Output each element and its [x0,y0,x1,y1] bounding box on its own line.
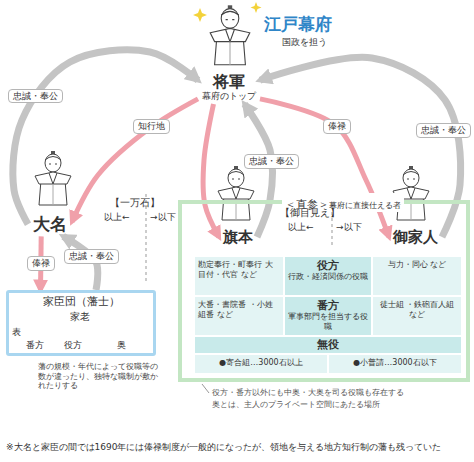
edge-label: 知行地 [133,119,170,134]
node-title: ●寄合組…3000石以上 [195,358,327,368]
node-title: 役方 [287,259,369,272]
edge-label: 忠誠・奉公 [244,154,299,169]
gokenin-node: 御家人 [389,226,442,248]
direction-label: →以下 [336,222,362,233]
table-cell: 徒士組 ・鉄砲百人組 など [372,296,462,336]
daimyo-figure [35,151,71,205]
node-title: 勘定奉行・町奉行 大目付・代官 など [198,260,280,279]
node-title: 徒士組 ・鉄砲百人組 など [376,300,458,319]
loyalty-arrow [13,50,198,224]
node-title: 旗本 [223,228,253,246]
threshold-label: 【御目見え】 [280,207,340,219]
note-text: 役方・番方以外にも中奥・大奥を司る役職も存在する [212,388,404,398]
edge-label: 忠誠・奉公 [8,89,63,104]
node-subtext: 幕府のトップ [202,91,256,102]
node-title: 将軍 [202,72,256,91]
node-title: ●小普請…3000石以下 [329,358,461,368]
node-title: 大番・書院番 ・小姓組番 など [198,300,280,319]
table-cell: ●寄合組…3000石以上 [194,354,328,374]
edge-label: 俸禄 [27,256,55,271]
title-text: 江戸幕府 [264,14,332,34]
node-title: 大名 [33,214,67,234]
hatamoto-figure [218,166,254,220]
edge-label: 俸禄 [323,119,351,134]
table-cell: ●小普請…3000石以下 [328,354,462,374]
direction-label: 以上← [288,222,314,233]
org-label: 表 [12,327,21,338]
table-cell: 勘定奉行・町奉行 大目付・代官 など [194,256,284,296]
threshold-label: 【一万石】 [110,197,160,209]
note-text: 藩の規模・年代によって役職等の数が違ったり、独特な職制が敷かれたりする [38,362,160,391]
node-title: 無役 [195,338,461,351]
table-header-cell: 役方行政・経済関係の役職 [284,256,372,296]
hatamoto-node: 旗本 [219,226,257,248]
org-label: 役方 [64,340,82,351]
footnote-text: ※大名と家臣の間では1690年には俸禄制度が一般的になったが、領地を与える地方知… [6,442,441,453]
table-header-cell: 番方軍事部門を担当する役職 [284,296,372,336]
node-subtext: 軍事部門を担当する役職 [287,312,369,331]
direction-label: →以下 [150,212,176,223]
org-label: 家老 [70,311,90,323]
shogun-figure [210,5,250,64]
node-title: 与力・同心 など [376,260,458,270]
grant-arrow [203,104,219,237]
direction-label: 以上← [104,212,130,223]
node-title: 番方 [287,299,369,312]
edge-label: 忠誠・奉公 [64,249,119,264]
loyalty-arrow [245,104,273,237]
daimyo-node: 大名 [28,212,72,236]
loyalty-arrow [260,57,461,237]
shogun-node: 将軍幕府のトップ [198,70,260,104]
jikisan-box: ＜直参＞幕府に直接仕える者旗本御家人勘定奉行・町奉行 大目付・代官 など役方行政… [178,200,470,382]
table-cell: 大番・書院番 ・小姓組番 など [194,296,284,336]
leader-line [202,384,209,393]
sparkle [193,8,207,22]
table-cell: 与力・同心 など [372,256,462,296]
org-label: 番方 [26,340,44,351]
sparkle [251,2,262,13]
note-text: 奥とは、主人のプライベート空間にあたる場所 [212,400,380,410]
node-title: 御家人 [393,228,438,246]
node-title: 家臣団（藩士） [9,295,153,308]
subtitle-text: 国政を担う [282,37,327,48]
table-header-cell: 無役 [194,336,462,354]
org-label: 奥 [117,340,126,351]
node-subtext: 行政・経済関係の役職 [287,272,369,282]
edge-label: 忠誠・奉公 [416,123,471,138]
